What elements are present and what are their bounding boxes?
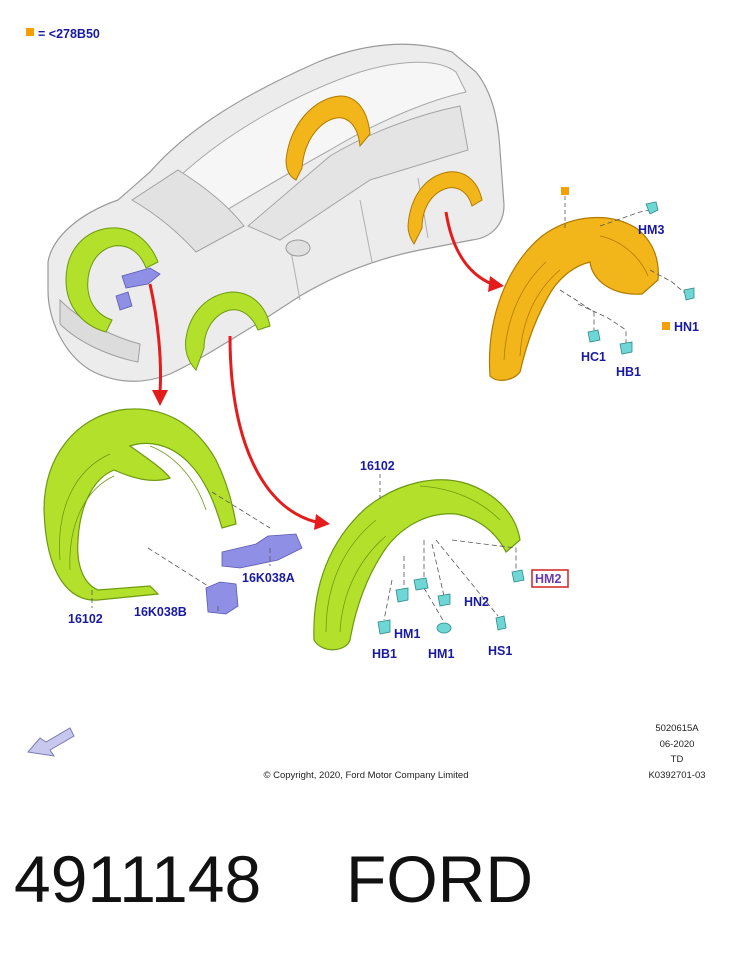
- clip-hs1: [495, 615, 507, 631]
- blue-shield-on-car: [121, 267, 161, 289]
- label-hm1-b: HM1: [428, 647, 454, 661]
- front-left-liner-on-car: [65, 227, 159, 333]
- label-hs1: HS1: [488, 644, 512, 658]
- arrow-rear-liner: [444, 211, 493, 286]
- front-right-wheel-arch-liner: [313, 479, 521, 651]
- blue-shield-on-car-2: [115, 291, 133, 311]
- front-direction-arrow-icon: [27, 727, 75, 757]
- mirror: [285, 239, 311, 257]
- rear-wheel-arch-liner: [488, 216, 659, 381]
- front-left-liner-detail: 16102 16K038A 16K038B: [43, 408, 303, 626]
- legend-text: = <278B50: [38, 27, 100, 41]
- front-right-liner-on-car: [185, 291, 271, 371]
- rear-leaders: [559, 209, 687, 344]
- label-hn1: HN1: [674, 320, 699, 334]
- shield-16k038b: [205, 581, 239, 615]
- meta-code: TD: [671, 754, 684, 765]
- rear-clips: [587, 201, 695, 355]
- part-number: 4911148: [14, 842, 261, 916]
- label-16k038a: 16K038A: [242, 571, 295, 585]
- brand-name: FORD: [346, 842, 533, 916]
- front-right-leaders: [383, 539, 517, 623]
- rear-liner-detail: HM3 HN1 HC1 HB1: [488, 187, 699, 381]
- vehicle-body: [47, 43, 505, 382]
- hn1-swatch: [662, 322, 670, 330]
- label-hc1: HC1: [581, 350, 606, 364]
- label-hb1-front: HB1: [372, 647, 397, 661]
- rear-left-liner-on-car: [285, 95, 371, 181]
- label-16102-left: 16102: [68, 612, 103, 626]
- metadata-block: 5020615A 06-2020 TD K0392701-03 © Copyri…: [263, 723, 705, 781]
- arrow-front-right: [228, 335, 317, 524]
- clip-hc1: [587, 329, 601, 343]
- label-16k038b: 16K038B: [134, 605, 187, 619]
- clip-hm1-b: [395, 587, 409, 603]
- label-hm3: HM3: [638, 223, 664, 237]
- front-left-wheel-arch-liner: [43, 408, 237, 601]
- rear-right-liner-on-car: [407, 171, 483, 245]
- vehicle-parts: [65, 95, 483, 371]
- arrow-front-left-head: [152, 390, 168, 406]
- hm2-highlight-box: [531, 569, 569, 588]
- copyright: © Copyright, 2020, Ford Motor Company Li…: [263, 770, 468, 781]
- callout-arrows: [148, 211, 504, 530]
- arrow-front-right-head: [314, 514, 330, 530]
- front-right-ribs: [325, 485, 501, 633]
- side-windows: [247, 105, 469, 241]
- windshield: [131, 169, 245, 253]
- meta-illustration: K0392701-03: [648, 770, 705, 781]
- front-right-liner-detail: 16102 HM2 HN2 HM1 HM1 HB1 HS1: [313, 459, 569, 661]
- clip-hb1-front: [377, 619, 391, 635]
- clip-hm2: [511, 569, 525, 583]
- legend: = <278B50: [26, 27, 100, 41]
- legend-swatch: [26, 28, 34, 36]
- clip-hm1-a: [413, 577, 429, 591]
- front-right-clips: [377, 569, 525, 635]
- label-hn2: HN2: [464, 595, 489, 609]
- front-left-leaders: [91, 491, 271, 612]
- label-hm1-a: HM1: [394, 627, 420, 641]
- arrow-rear-liner-head: [488, 276, 504, 292]
- meta-ref: 5020615A: [655, 723, 699, 734]
- front-left-ribs: [59, 445, 207, 571]
- clip-hb1-rear: [619, 341, 633, 355]
- clip-hm3: [645, 201, 659, 215]
- clip-hm1-c: [436, 622, 452, 634]
- clip-hn2: [437, 593, 451, 607]
- rear-liner-ribs: [503, 235, 649, 361]
- meta-date: 06-2020: [660, 739, 695, 750]
- clip-hn1: [683, 287, 695, 301]
- label-hm2: HM2: [535, 572, 561, 586]
- label-hb1-rear: HB1: [616, 365, 641, 379]
- arrow-front-left: [148, 283, 163, 393]
- label-16102-right: 16102: [360, 459, 395, 473]
- shield-16k038a: [221, 533, 303, 569]
- rear-liner-swatch: [561, 187, 569, 195]
